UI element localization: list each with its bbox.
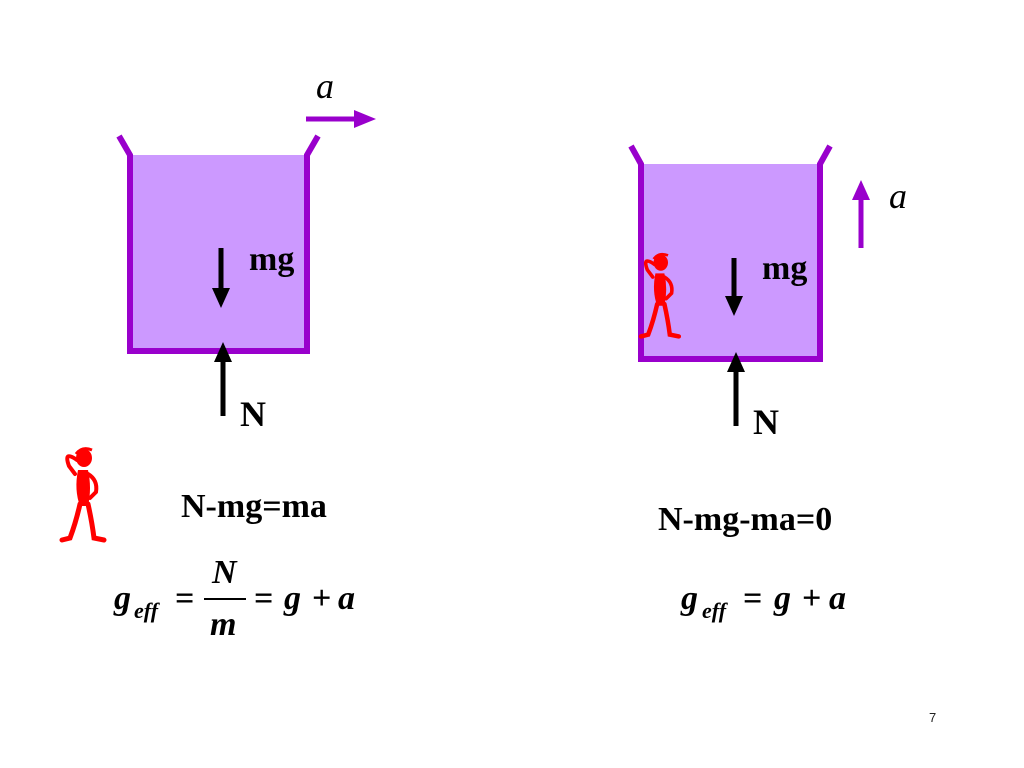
right-weight-arrow [725, 258, 743, 316]
left-accel-arrow [306, 110, 376, 128]
right-geff-rhs-g: g [774, 580, 791, 617]
right-weight-label: mg [762, 250, 808, 287]
right-accel-label: a [889, 176, 907, 216]
left-geff-g: g [114, 580, 131, 617]
left-geff-plus: + [312, 580, 332, 617]
left-geff-rhs-a: a [338, 580, 355, 617]
right-geff-sub: eff [702, 598, 727, 623]
right-geff-rhs-a: a [829, 580, 846, 617]
right-normal-arrow [727, 352, 745, 426]
left-normal-label: N [240, 394, 266, 434]
left-geff-equals: = [175, 580, 195, 617]
right-normal-label: N [753, 402, 779, 442]
page-number: 7 [929, 710, 937, 725]
right-geff-g: g [681, 580, 698, 617]
thinking-man-icon [62, 449, 104, 540]
left-weight-label: mg [249, 241, 295, 278]
left-geff-numerator: N [212, 554, 237, 591]
left-weight-arrow [212, 248, 230, 308]
left-normal-arrow [214, 342, 232, 416]
left-geff-sub: eff [134, 598, 159, 623]
right-tank-walls [628, 144, 833, 362]
right-tank [628, 144, 833, 362]
right-equation: N-mg-ma=0 [658, 501, 833, 538]
left-accel-label: a [316, 66, 334, 106]
left-geff-denominator: m [210, 606, 237, 643]
right-geff-plus: + [802, 580, 822, 617]
right-accel-arrow [852, 180, 870, 248]
left-tank-walls [116, 134, 321, 354]
left-geff-rhs-g: g [284, 580, 301, 617]
right-geff-equals: = [743, 580, 763, 617]
left-geff-equals-2: = [254, 580, 274, 617]
left-equation: N-mg=ma [181, 488, 327, 525]
